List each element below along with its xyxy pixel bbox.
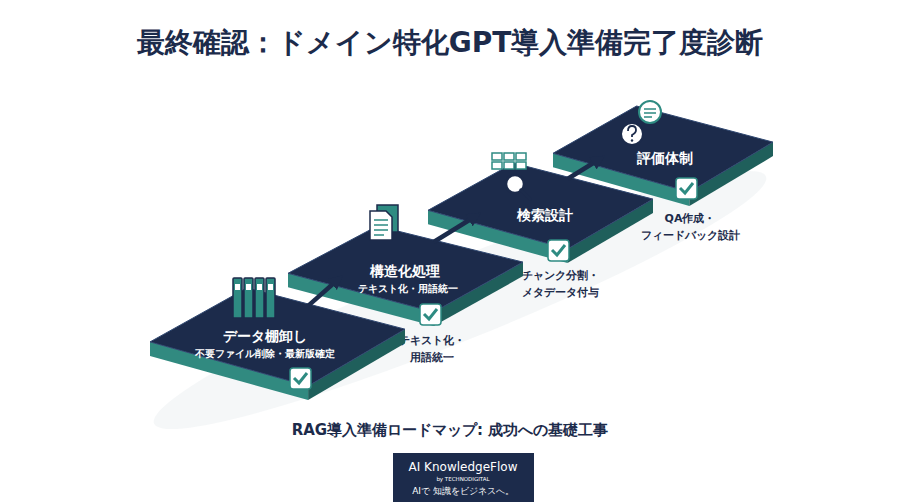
- platform-top: [553, 106, 773, 192]
- binder: [266, 278, 275, 318]
- chat-lines: [644, 109, 656, 117]
- grid-cell: [516, 162, 526, 169]
- binder-label: [235, 284, 240, 290]
- check-box: [420, 304, 441, 325]
- binder-label: [246, 284, 251, 290]
- step-title: 構造化処理: [370, 263, 440, 280]
- grid-cell: [492, 162, 502, 169]
- binder: [255, 278, 264, 318]
- binder: [244, 278, 253, 318]
- front-page: [370, 211, 392, 240]
- brand-tagline: AIで 知識をビジネスへ。: [412, 486, 514, 497]
- binder-icon: [233, 278, 275, 318]
- binder: [233, 278, 242, 318]
- step-title: データ棚卸し: [223, 328, 307, 345]
- magnifier-handle: [521, 190, 530, 199]
- binder-label: [257, 284, 262, 290]
- step-arrow: [308, 278, 340, 306]
- check-frame: [548, 240, 569, 261]
- check-mark: [680, 183, 693, 193]
- logo-box: AI KnowledgeFlow by TECHNODIGITAL AIで 知識をビ…: [393, 453, 534, 502]
- grid-cell: [504, 162, 514, 169]
- brand-name: AI KnowledgeFlow: [409, 460, 518, 474]
- check-frame: [676, 178, 697, 199]
- brand-company: by TECHNODIGITAL: [436, 476, 489, 483]
- check-box: [676, 178, 697, 199]
- diagram-caption: RAG導入準備ロードマップ: 成功への基礎工事: [0, 421, 900, 440]
- question-bubble: [621, 123, 643, 145]
- check-mark: [552, 245, 565, 255]
- check-mark: [294, 373, 307, 383]
- step-title: 検索設計: [517, 207, 573, 224]
- step-title: 評価体制: [637, 150, 693, 167]
- grid-cell: [504, 153, 514, 160]
- search-icon: [492, 153, 530, 199]
- document-icon: [370, 205, 398, 240]
- platform-shape: [150, 288, 405, 400]
- grid-cell: [516, 153, 526, 160]
- diagram-title: 最終確認：ドメイン特化GPT導入準備完了度診断: [0, 24, 900, 62]
- page-lines: [374, 220, 388, 235]
- grid-cell: [492, 153, 502, 160]
- check-mark: [424, 309, 437, 319]
- step-note: チャンク分割・ メタデータ付与: [510, 267, 610, 301]
- step-arrow: [568, 158, 602, 179]
- step-platform: データ棚卸し不要ファイル削除・最新版確定: [150, 288, 405, 400]
- check-box: [290, 368, 311, 389]
- step-detail: テキスト化・用語統一: [358, 283, 458, 294]
- binder-label: [268, 284, 273, 290]
- step-arrow: [434, 215, 478, 242]
- chat-bubble: [639, 101, 661, 123]
- question-mark: [628, 126, 636, 137]
- step-detail: 不要ファイル削除・最新版確定: [195, 348, 335, 359]
- chat-icon: [621, 101, 661, 145]
- back-page: [377, 205, 398, 232]
- check-frame: [420, 304, 441, 325]
- check-box: [548, 240, 569, 261]
- question-dot: [631, 139, 633, 141]
- check-frame: [290, 368, 311, 389]
- magnifier-lens: [506, 175, 524, 193]
